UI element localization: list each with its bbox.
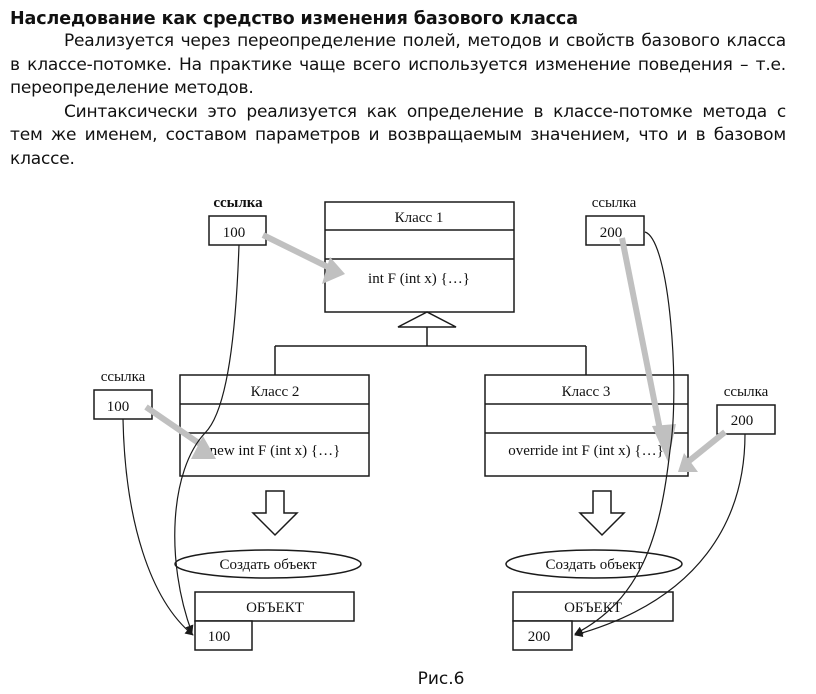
paragraph-1: Реализуется через переопределение полей,… (10, 31, 786, 98)
base-class-name: Класс 1 (395, 210, 444, 226)
reference-label: ссылка (592, 195, 637, 211)
derived-class-3-name: Класс 3 (562, 384, 611, 400)
object-value: 200 (528, 629, 551, 645)
derived-class-2-method: new int F (int x) {…} (210, 443, 341, 459)
section-heading: Наследование как средство изменения базо… (10, 9, 578, 29)
inheritance-connector (274, 311, 587, 375)
object-box-right: ОБЪЕКТ 200 (512, 591, 674, 651)
base-class-box: Класс 1 int F (int x) {…} (324, 201, 515, 313)
figure-caption: Рис.6 (417, 669, 465, 689)
reference-label: ссылка (101, 369, 146, 385)
reference-box-top-left: ссылка 100 (208, 195, 267, 246)
reference-value: 100 (223, 225, 246, 241)
reference-value: 200 (731, 413, 754, 429)
create-object-left: Создать объект (174, 549, 362, 579)
text-block: Наследование как средство изменения базо… (10, 8, 786, 171)
down-arrow-icon (251, 490, 299, 537)
inheritance-triangle-icon (397, 311, 457, 328)
reference-box-mid-left: ссылка 100 (93, 369, 153, 420)
reference-value: 100 (107, 399, 130, 415)
reference-box-top-right: ссылка 200 (585, 195, 645, 246)
object-value: 100 (208, 629, 231, 645)
object-title: ОБЪЕКТ (564, 600, 622, 616)
reference-label: ссылка (213, 195, 263, 211)
gray-arrowhead-icon (678, 453, 698, 472)
create-object-label: Создать объект (219, 557, 316, 573)
reference-box-mid-right: ссылка 200 (716, 384, 776, 435)
gray-arrowhead-icon (322, 257, 345, 284)
base-class-method: int F (int x) {…} (368, 271, 470, 287)
create-object-label: Создать объект (545, 557, 642, 573)
object-title: ОБЪЕКТ (246, 600, 304, 616)
derived-class-2-box: Класс 2 new int F (int x) {…} (179, 374, 370, 477)
reference-value: 200 (600, 225, 623, 241)
dispatch-arrows (144, 232, 727, 472)
gray-arrowhead-icon (191, 436, 216, 459)
derived-class-3-method: override int F (int x) {…} (508, 443, 664, 459)
reference-curves (122, 231, 746, 638)
down-arrow-icon (578, 490, 626, 537)
derived-class-2-name: Класс 2 (251, 384, 300, 400)
paragraph-2: Синтаксически это реализуется как опреде… (10, 101, 786, 169)
object-box-left: ОБЪЕКТ 100 (194, 591, 355, 651)
reference-label: ссылка (724, 384, 769, 400)
create-object-right: Создать объект (505, 549, 683, 579)
